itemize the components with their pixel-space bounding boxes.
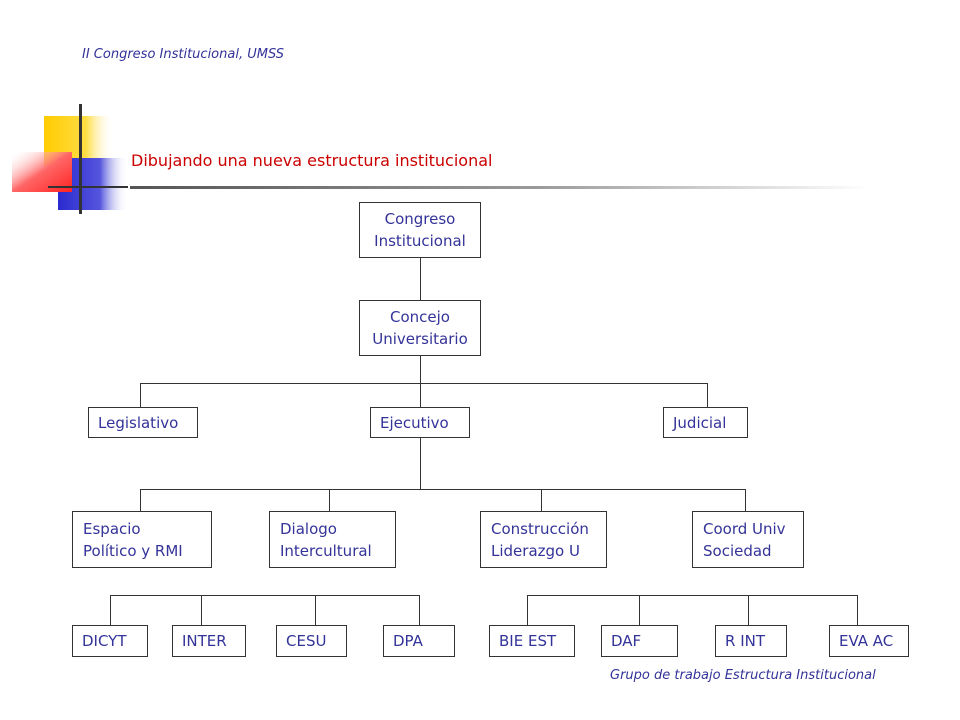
- node-daf: DAF: [601, 625, 678, 657]
- connector-line: [639, 595, 640, 625]
- node-line2: Universitario: [372, 330, 468, 348]
- node-legislativo: Legislativo: [88, 407, 198, 438]
- footer-caption: Grupo de trabajo Estructura Instituciona…: [610, 668, 876, 683]
- node-line1: Dialogo: [280, 519, 337, 538]
- node-line1: Construcción: [491, 519, 589, 538]
- connector-line: [527, 595, 858, 596]
- connector-line: [201, 595, 202, 625]
- node-bie-est: BIE EST: [489, 625, 575, 657]
- connector-line: [140, 489, 141, 512]
- connector-line: [110, 595, 420, 596]
- node-espacio-politico: Espacio Político y RMI: [72, 511, 212, 568]
- connector-line: [329, 489, 330, 512]
- node-dpa: DPA: [383, 625, 455, 657]
- connector-line: [315, 595, 316, 625]
- title-underline: [130, 186, 870, 189]
- connector-line: [707, 383, 708, 408]
- node-ejecutivo: Ejecutivo: [370, 407, 470, 438]
- connector-line: [541, 489, 542, 512]
- header-caption: II Congreso Institucional, UMSS: [82, 47, 284, 62]
- connector-line: [748, 595, 749, 625]
- connector-line: [527, 595, 528, 625]
- node-line2: Sociedad: [703, 541, 772, 560]
- connector-line: [745, 489, 746, 512]
- node-construccion-liderazgo: Construcción Liderazgo U: [480, 511, 607, 568]
- node-line2: Institucional: [374, 232, 466, 250]
- connector-line: [140, 489, 746, 490]
- node-eva-ac: EVA AC: [829, 625, 909, 657]
- node-line2: Liderazgo U: [491, 541, 580, 560]
- connector-line: [110, 595, 111, 625]
- connector-line: [140, 383, 708, 384]
- connector-line: [419, 595, 420, 625]
- node-line1: Coord Univ: [703, 519, 786, 538]
- connector-line: [420, 257, 421, 300]
- node-concejo-universitario: Concejo Universitario: [359, 300, 481, 356]
- connector-line: [420, 438, 421, 489]
- node-dialogo-intercultural: Dialogo Intercultural: [269, 511, 396, 568]
- node-coord-univ-sociedad: Coord Univ Sociedad: [692, 511, 804, 568]
- node-congreso-institucional: Congreso Institucional: [359, 202, 481, 258]
- node-line1: Concejo: [390, 308, 450, 326]
- connector-line: [857, 595, 858, 625]
- node-line2: Político y RMI: [83, 541, 183, 560]
- node-dicyt: DICYT: [72, 625, 148, 657]
- node-r-int: R INT: [715, 625, 787, 657]
- decorative-squares-graphic: [12, 104, 128, 214]
- node-line1: Espacio: [83, 519, 141, 538]
- node-inter: INTER: [172, 625, 246, 657]
- node-line2: Intercultural: [280, 541, 372, 560]
- node-judicial: Judicial: [663, 407, 748, 438]
- node-cesu: CESU: [276, 625, 347, 657]
- connector-line: [420, 356, 421, 408]
- node-line1: Congreso: [384, 210, 456, 228]
- connector-line: [140, 383, 141, 408]
- slide-title: Dibujando una nueva estructura instituci…: [131, 151, 493, 170]
